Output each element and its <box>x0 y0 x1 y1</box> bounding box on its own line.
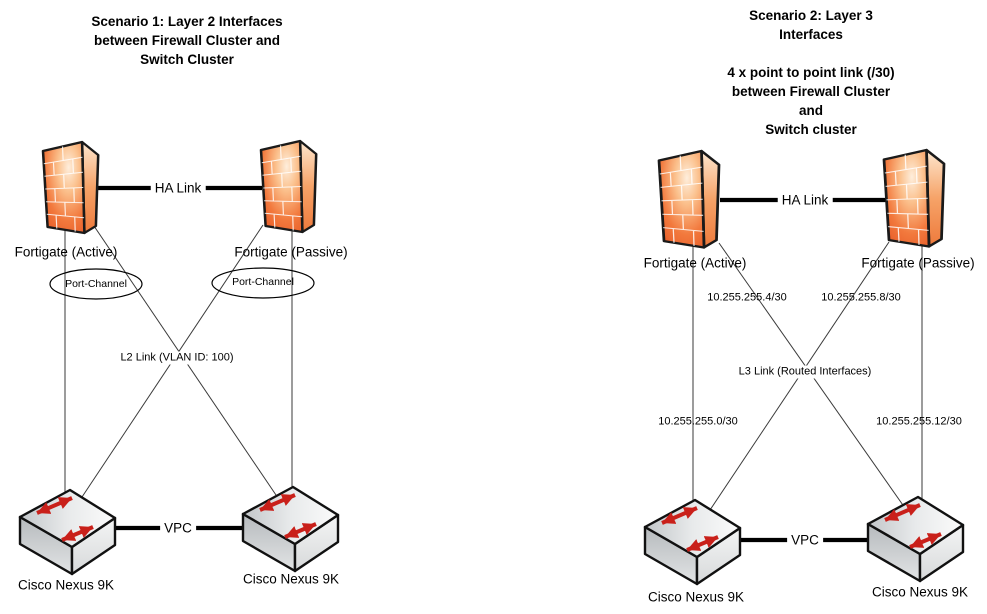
s1-cross-link-label: L2 Link (VLAN ID: 100) <box>116 351 238 365</box>
s2-cross-link-label: L3 Link (Routed Interfaces) <box>734 365 876 379</box>
s1-vpc-link-label: VPC <box>160 520 196 536</box>
firewall-icon-s2-active <box>657 149 721 249</box>
s2-title: Scenario 2: Layer 3 Interfaces 4 x point… <box>727 8 895 137</box>
s2-ip-top-right-label: 10.255.255.8/30 <box>821 291 901 304</box>
switch-icon-s2-right <box>868 497 963 581</box>
s2-ip-bottom-left-label: 10.255.255.0/30 <box>658 415 738 428</box>
s2-switch-left-label: Cisco Nexus 9K <box>647 589 745 605</box>
firewall-icon-s1-passive <box>259 139 318 234</box>
firewall-icon-s1-active <box>41 140 100 235</box>
s1-port-channel-right-label: Port-Channel <box>232 276 294 288</box>
s1-ha-link-label: HA Link <box>150 180 206 196</box>
s1-firewall-passive-label: Fortigate (Passive) <box>234 244 348 260</box>
s2-ha-link-label: HA Link <box>777 192 833 208</box>
switch-icon-s1-right <box>243 487 338 571</box>
s1-firewall-active-label: Fortigate (Active) <box>14 244 118 260</box>
s2-switch-right-label: Cisco Nexus 9K <box>871 584 969 600</box>
s2-ip-bottom-right-label: 10.255.255.12/30 <box>876 415 962 428</box>
switch-icon-s1-left <box>20 490 115 574</box>
s1-port-channel-ellipse-right <box>211 267 315 299</box>
s2-vpc-link-label: VPC <box>787 532 823 548</box>
firewall-icon-s2-passive <box>882 148 946 248</box>
switch-icon-s2-left <box>645 500 740 584</box>
s2-firewall-active-label: Fortigate (Active) <box>643 255 747 271</box>
s1-switch-left-label: Cisco Nexus 9K <box>17 577 115 593</box>
s2-ip-top-left-label: 10.255.255.4/30 <box>707 291 787 304</box>
s1-port-channel-ellipse-left <box>49 268 143 300</box>
s1-switch-right-label: Cisco Nexus 9K <box>242 571 340 587</box>
s1-port-channel-left-label: Port-Channel <box>65 278 127 290</box>
s2-firewall-passive-label: Fortigate (Passive) <box>861 255 975 271</box>
s1-title: Scenario 1: Layer 2 Interfaces between F… <box>91 14 283 67</box>
